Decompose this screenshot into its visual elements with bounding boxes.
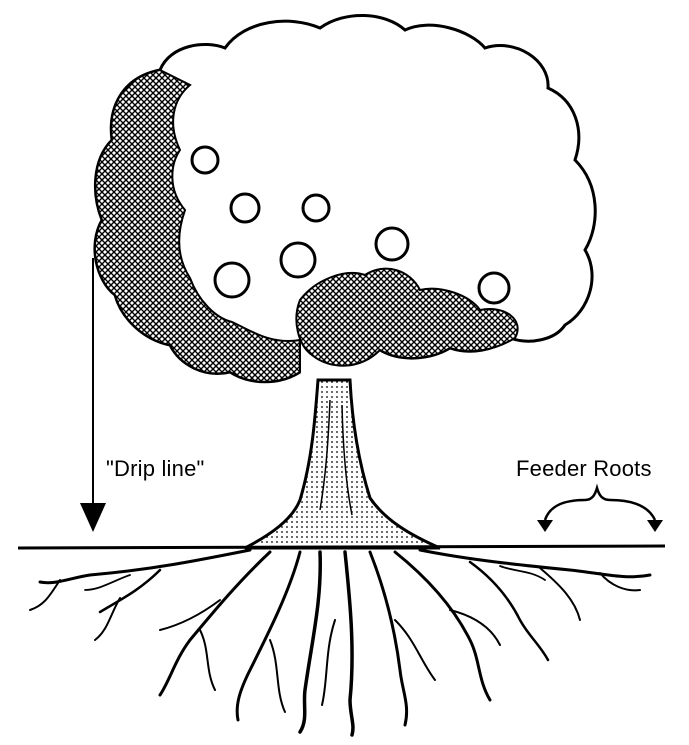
drip-line-label: "Drip line" [106, 456, 205, 482]
canopy-shadow-left [95, 70, 300, 382]
fruit [192, 147, 218, 173]
fruit [281, 243, 315, 277]
feeder-roots-bracket [537, 488, 663, 532]
fruit [215, 263, 249, 297]
fruit [479, 273, 509, 303]
ground-line [18, 546, 665, 548]
fruit [376, 228, 408, 260]
root-system [30, 550, 650, 735]
drip-line-arrow [80, 258, 106, 532]
feeder-roots-label: Feeder Roots [516, 456, 652, 482]
fruit [303, 195, 329, 221]
fruit [231, 194, 259, 222]
